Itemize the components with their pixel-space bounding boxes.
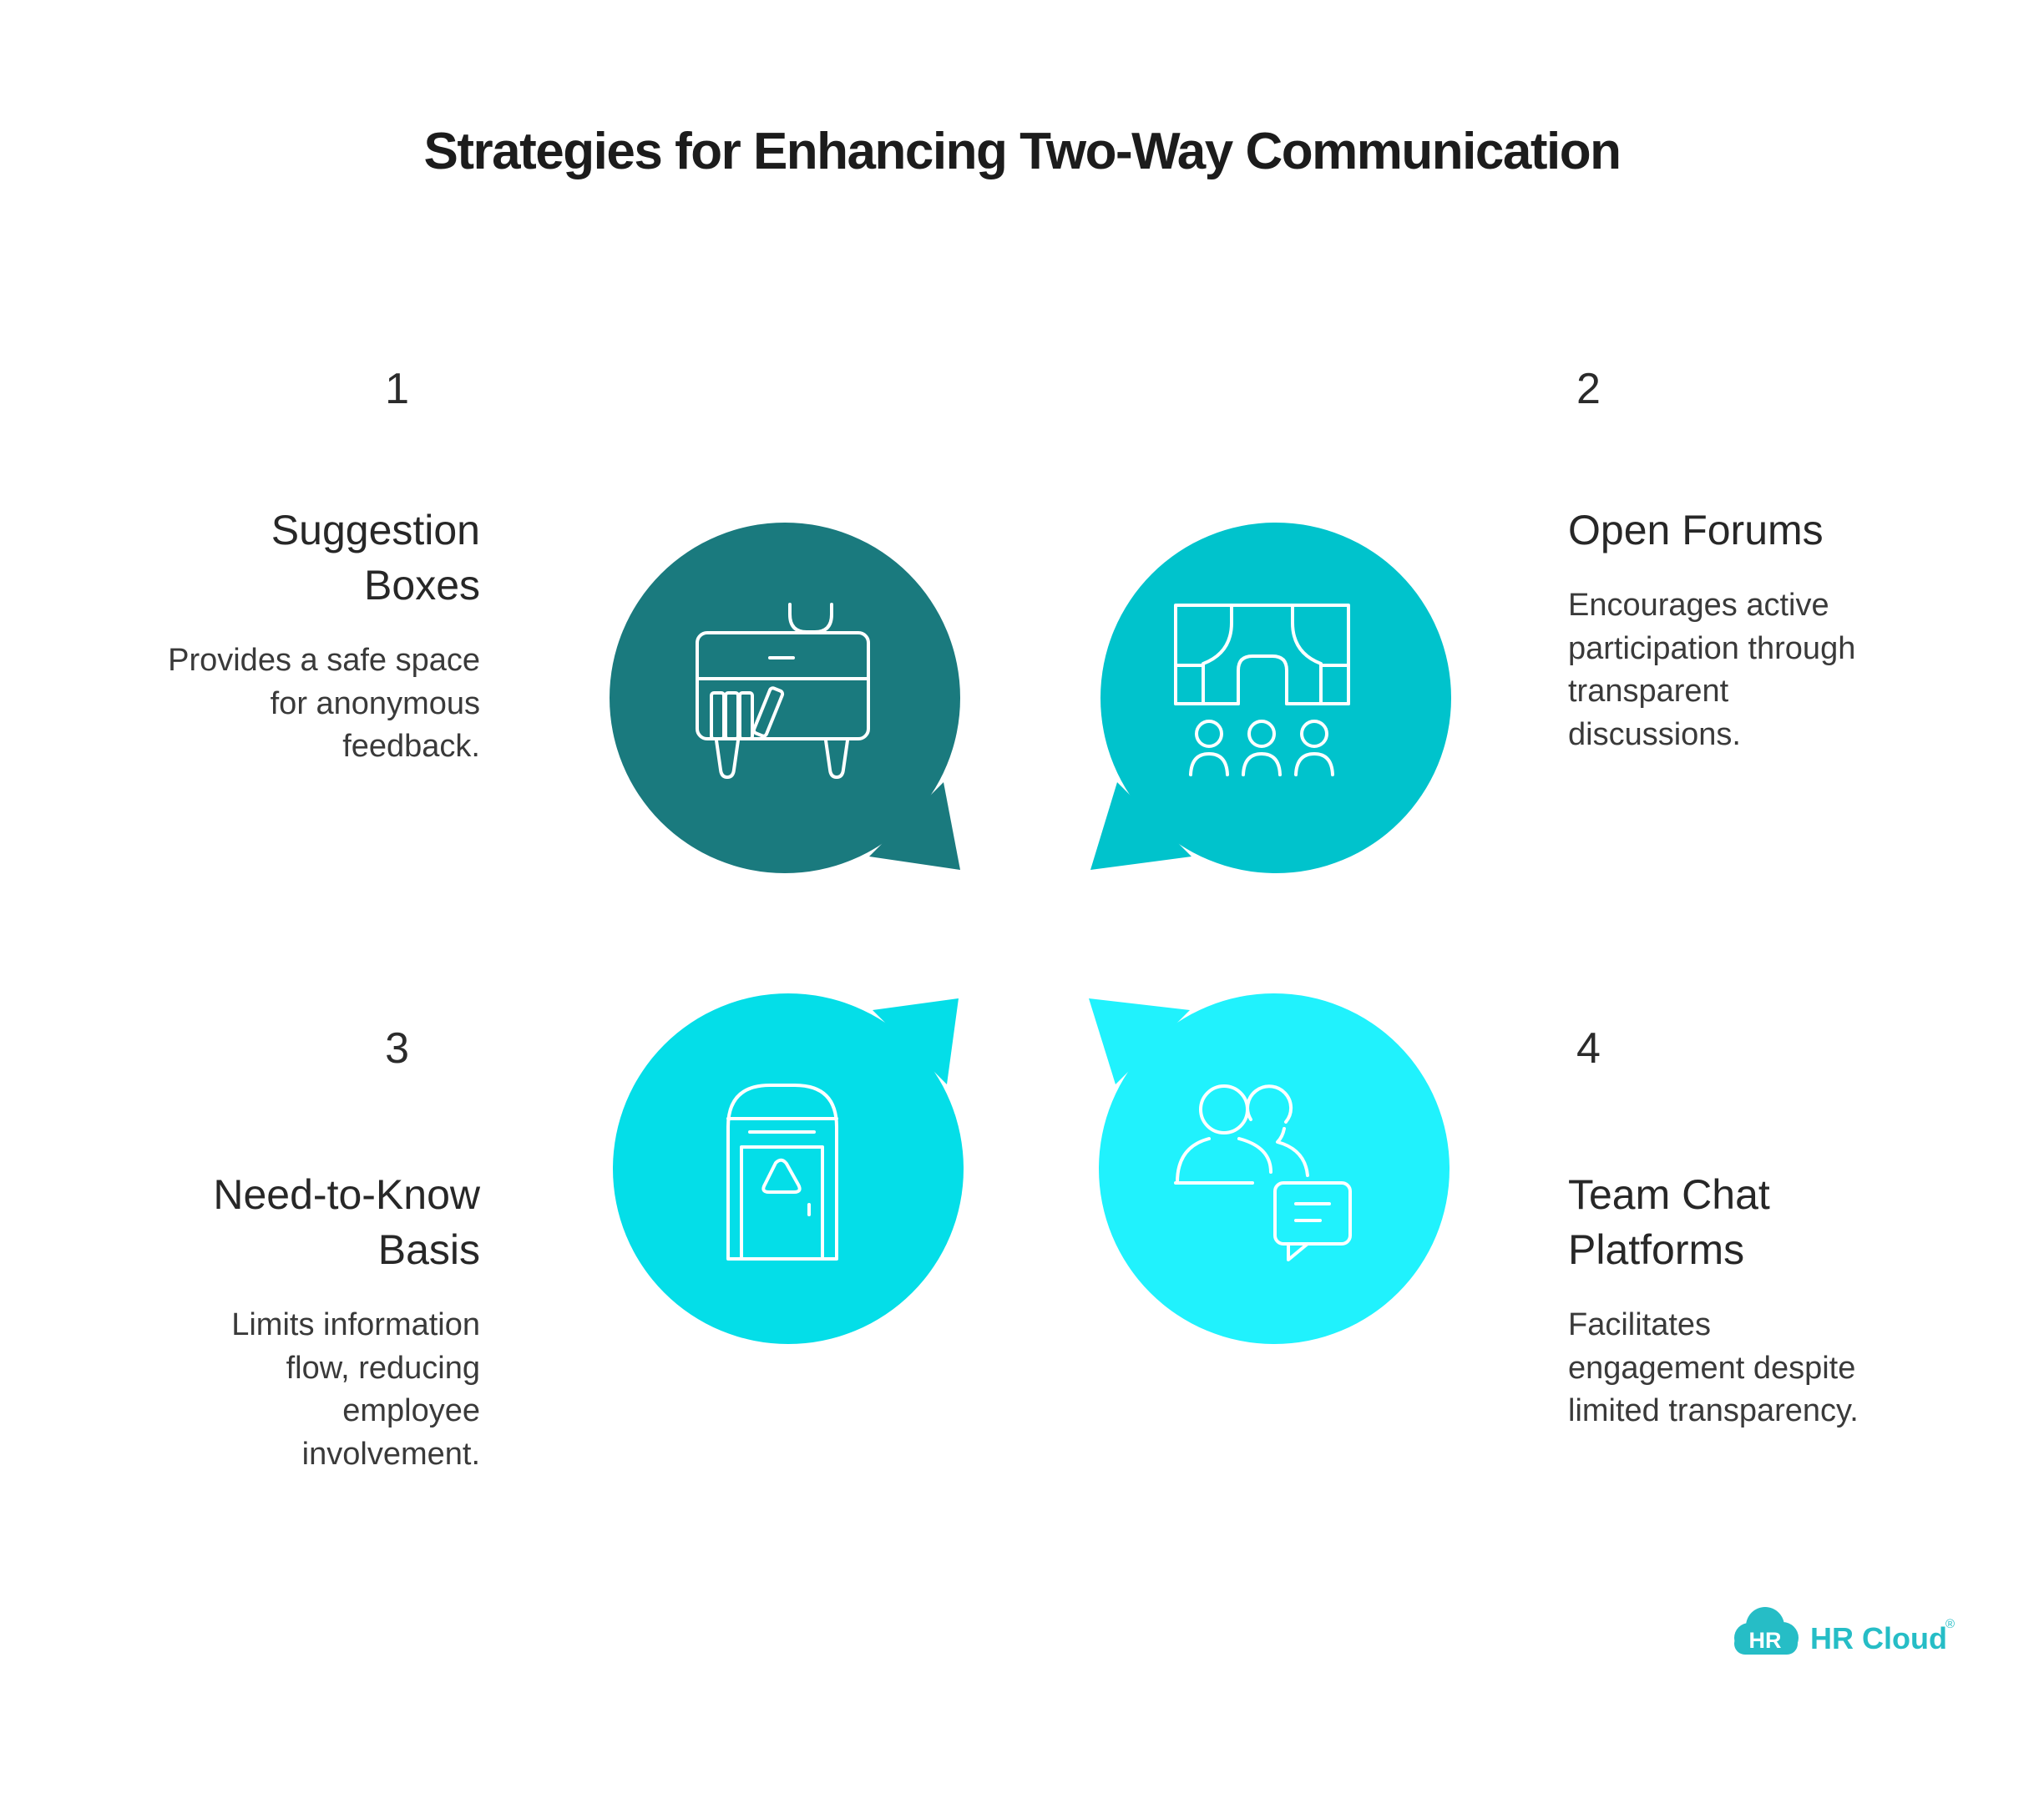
step-1-description: Provides a safe space for anonymous feed… <box>168 643 480 765</box>
step-4-heading: Team Chat Platforms <box>1568 1171 1770 1273</box>
bubble-1-circle <box>610 523 960 873</box>
step-2-number-row: 2 <box>1568 367 1969 411</box>
speech-bubble-4 <box>1089 993 1450 1344</box>
step-3-description: Limits information flow, reducing employ… <box>231 1307 480 1473</box>
speech-bubble-2 <box>1090 523 1451 873</box>
step-4-description: Facilitates engagement despite limited t… <box>1568 1307 1859 1429</box>
step-4-number: 4 <box>1576 1024 1601 1073</box>
bubble-4-tail <box>1089 998 1190 1084</box>
step-2-description: Encourages active participation through … <box>1568 588 1856 753</box>
hr-cloud-icon: HR <box>1734 1607 1799 1655</box>
hr-cloud-logo: HR HR Cloud ® <box>1734 1607 1955 1655</box>
step-1-number: 1 <box>385 365 409 413</box>
forum-stage-icon <box>1174 604 1350 776</box>
speech-bubble-3 <box>613 993 964 1344</box>
step-1-text: Suggestion Boxes Provides a safe space f… <box>100 503 480 769</box>
step-1-heading: Suggestion Boxes <box>271 507 480 609</box>
suggestion-desk-icon <box>696 603 870 779</box>
bubble-1-tail <box>869 782 960 870</box>
step-3-number-row: 3 <box>100 1027 480 1070</box>
bubble-2-circle <box>1100 523 1451 873</box>
page-title: Strategies for Enhancing Two-Way Communi… <box>423 123 1622 180</box>
logo-badge-text: HR <box>1749 1628 1782 1653</box>
speech-bubble-1 <box>610 523 960 873</box>
bubble-3-tail <box>873 998 959 1084</box>
bubble-2-tail <box>1090 782 1191 870</box>
step-2-number: 2 <box>1576 365 1601 413</box>
step-3-number: 3 <box>385 1024 409 1073</box>
bubble-4-circle <box>1099 993 1450 1344</box>
step-2-heading: Open Forums <box>1568 507 1824 553</box>
step-3-text: Need-to-Know Basis Limits information fl… <box>100 1167 480 1477</box>
logo-brand-text: HR Cloud <box>1810 1621 1947 1655</box>
step-3-heading: Need-to-Know Basis <box>213 1171 480 1273</box>
step-4-text: Team Chat Platforms Facilitates engageme… <box>1568 1167 1969 1433</box>
step-1-number-row: 1 <box>100 367 480 411</box>
step-4-number-row: 4 <box>1568 1027 1969 1070</box>
step-2-text: Open Forums Encourages active participat… <box>1568 503 1969 757</box>
suggestion-mailbox-icon <box>726 1084 838 1261</box>
logo-registered-mark: ® <box>1945 1617 1955 1631</box>
team-chat-icon <box>1174 1084 1352 1261</box>
